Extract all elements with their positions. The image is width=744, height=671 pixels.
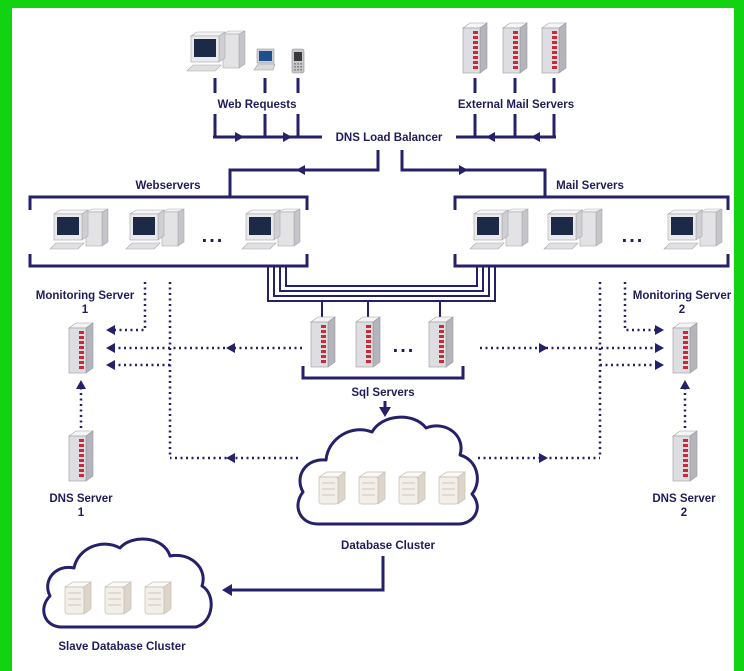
- arrowhead: [680, 380, 690, 389]
- arrowhead: [655, 325, 664, 335]
- arrowhead: [655, 343, 664, 353]
- sql-servers-label: Sql Servers: [351, 387, 414, 399]
- dns-server-2-group: DNS Server 2: [652, 380, 716, 519]
- desktop-computer-icon: [186, 30, 246, 72]
- arrowhead: [226, 453, 235, 463]
- parallel-link: [285, 266, 478, 287]
- dns-server-2-label: DNS Server: [652, 493, 716, 505]
- parallel-link: [279, 266, 484, 292]
- arrowhead: [459, 165, 468, 175]
- mail-servers-group: Mail Servers ...: [453, 180, 730, 268]
- mail-servers-ellipsis: ...: [622, 225, 645, 247]
- sql-servers-bracket: [301, 366, 465, 380]
- desktop-computer-icon: [543, 208, 603, 250]
- dns-load-balancer-label: DNS Load Balancer: [336, 132, 443, 144]
- server-tower-icon: [310, 316, 336, 368]
- monitoring-links-left: [106, 282, 302, 463]
- external-mail-servers-label: External Mail Servers: [458, 99, 574, 111]
- arrowhead: [106, 360, 115, 370]
- arrowhead: [486, 132, 495, 142]
- parallel-link: [273, 266, 490, 297]
- webservers-group: Webservers ...: [28, 180, 309, 268]
- desktop-computer-icon: [49, 208, 109, 250]
- database-server-icon: [144, 581, 172, 615]
- server-to-sql-links: [267, 266, 496, 318]
- web-requests-label: Web Requests: [217, 99, 296, 111]
- sql-servers-group: ... Sql Servers: [301, 316, 465, 399]
- slave-database-cluster-label: Slave Database Cluster: [58, 641, 186, 653]
- monitoring-server-1-number: 1: [82, 304, 89, 316]
- arrowhead: [655, 360, 664, 370]
- cluster-monitor-link: [598, 282, 655, 458]
- sql-server-drops: [321, 301, 441, 318]
- arrowhead: [531, 132, 540, 142]
- mail-server-drops: [473, 78, 556, 93]
- arrowhead: [222, 584, 232, 596]
- desktop-computer-icon: [241, 208, 301, 250]
- dns-server-1-group: DNS Server 1: [49, 380, 113, 519]
- desktop-computer-icon: [469, 208, 529, 250]
- database-server-icon: [318, 471, 346, 505]
- database-cluster-label: Database Cluster: [341, 540, 435, 552]
- arrowhead: [283, 132, 292, 142]
- server-tower-icon: [672, 430, 698, 482]
- laptop-icon: [253, 48, 276, 71]
- mail-servers-monitor-link: [623, 282, 655, 332]
- mobile-phone-icon: [291, 48, 305, 74]
- parallel-link: [267, 266, 496, 302]
- database-server-icon: [104, 581, 132, 615]
- server-tower-icon: [355, 316, 381, 368]
- arrowhead: [235, 132, 244, 142]
- database-to-slave-connector: [231, 556, 385, 592]
- slave-database-cluster-group: Slave Database Cluster: [42, 537, 213, 653]
- web-requests-to-load-balancer-connector: [213, 114, 322, 139]
- monitoring-server-1-group: Monitoring Server 1: [36, 290, 135, 374]
- arrowhead: [539, 453, 548, 463]
- database-server-icon: [438, 471, 466, 505]
- database-server-icon: [358, 471, 386, 505]
- dns-server-1-label: DNS Server: [49, 493, 113, 505]
- mail-servers-bracket: [453, 195, 730, 268]
- arrowhead: [106, 343, 115, 353]
- webservers-label: Webservers: [136, 180, 201, 192]
- web-request-drops: [213, 78, 300, 93]
- server-tower-icon: [502, 22, 528, 74]
- server-tower-icon: [541, 22, 567, 74]
- database-server-icon: [64, 581, 92, 615]
- arrowhead: [106, 325, 115, 335]
- webservers-monitor-link: [115, 282, 147, 332]
- dns-server-1-number: 1: [78, 507, 85, 519]
- external-mail-servers-group: External Mail Servers: [456, 22, 574, 142]
- server-tower-icon: [68, 322, 94, 374]
- desktop-computer-icon: [125, 208, 185, 250]
- arrowhead: [76, 380, 86, 389]
- arrowhead: [296, 165, 305, 175]
- web-requests-group: Web Requests: [186, 30, 322, 142]
- webservers-ellipsis: ...: [202, 225, 225, 247]
- monitoring-server-2-label: Monitoring Server: [633, 290, 732, 302]
- desktop-computer-icon: [663, 208, 723, 250]
- server-tower-icon: [462, 22, 488, 74]
- monitoring-server-1-label: Monitoring Server: [36, 290, 135, 302]
- sql-servers-ellipsis: ...: [393, 335, 416, 357]
- server-tower-icon: [68, 430, 94, 482]
- cluster-monitor-link: [115, 282, 172, 458]
- mail-servers-to-load-balancer-connector: [456, 114, 556, 139]
- monitoring-links-right: [478, 282, 664, 463]
- load-balancer-to-mail-servers-connector: [400, 150, 547, 196]
- webservers-bracket: [28, 195, 309, 268]
- server-tower-icon: [672, 322, 698, 374]
- database-cluster-group: Database Cluster: [296, 415, 479, 552]
- mail-servers-label: Mail Servers: [556, 180, 624, 192]
- monitoring-server-2-number: 2: [679, 304, 685, 316]
- dns-server-2-number: 2: [681, 507, 687, 519]
- database-server-icon: [398, 471, 426, 505]
- arrowhead: [379, 407, 391, 417]
- server-tower-icon: [428, 316, 454, 368]
- monitoring-server-2-group: Monitoring Server 2: [633, 290, 732, 374]
- arrowhead: [539, 343, 548, 353]
- arrowhead: [226, 343, 235, 353]
